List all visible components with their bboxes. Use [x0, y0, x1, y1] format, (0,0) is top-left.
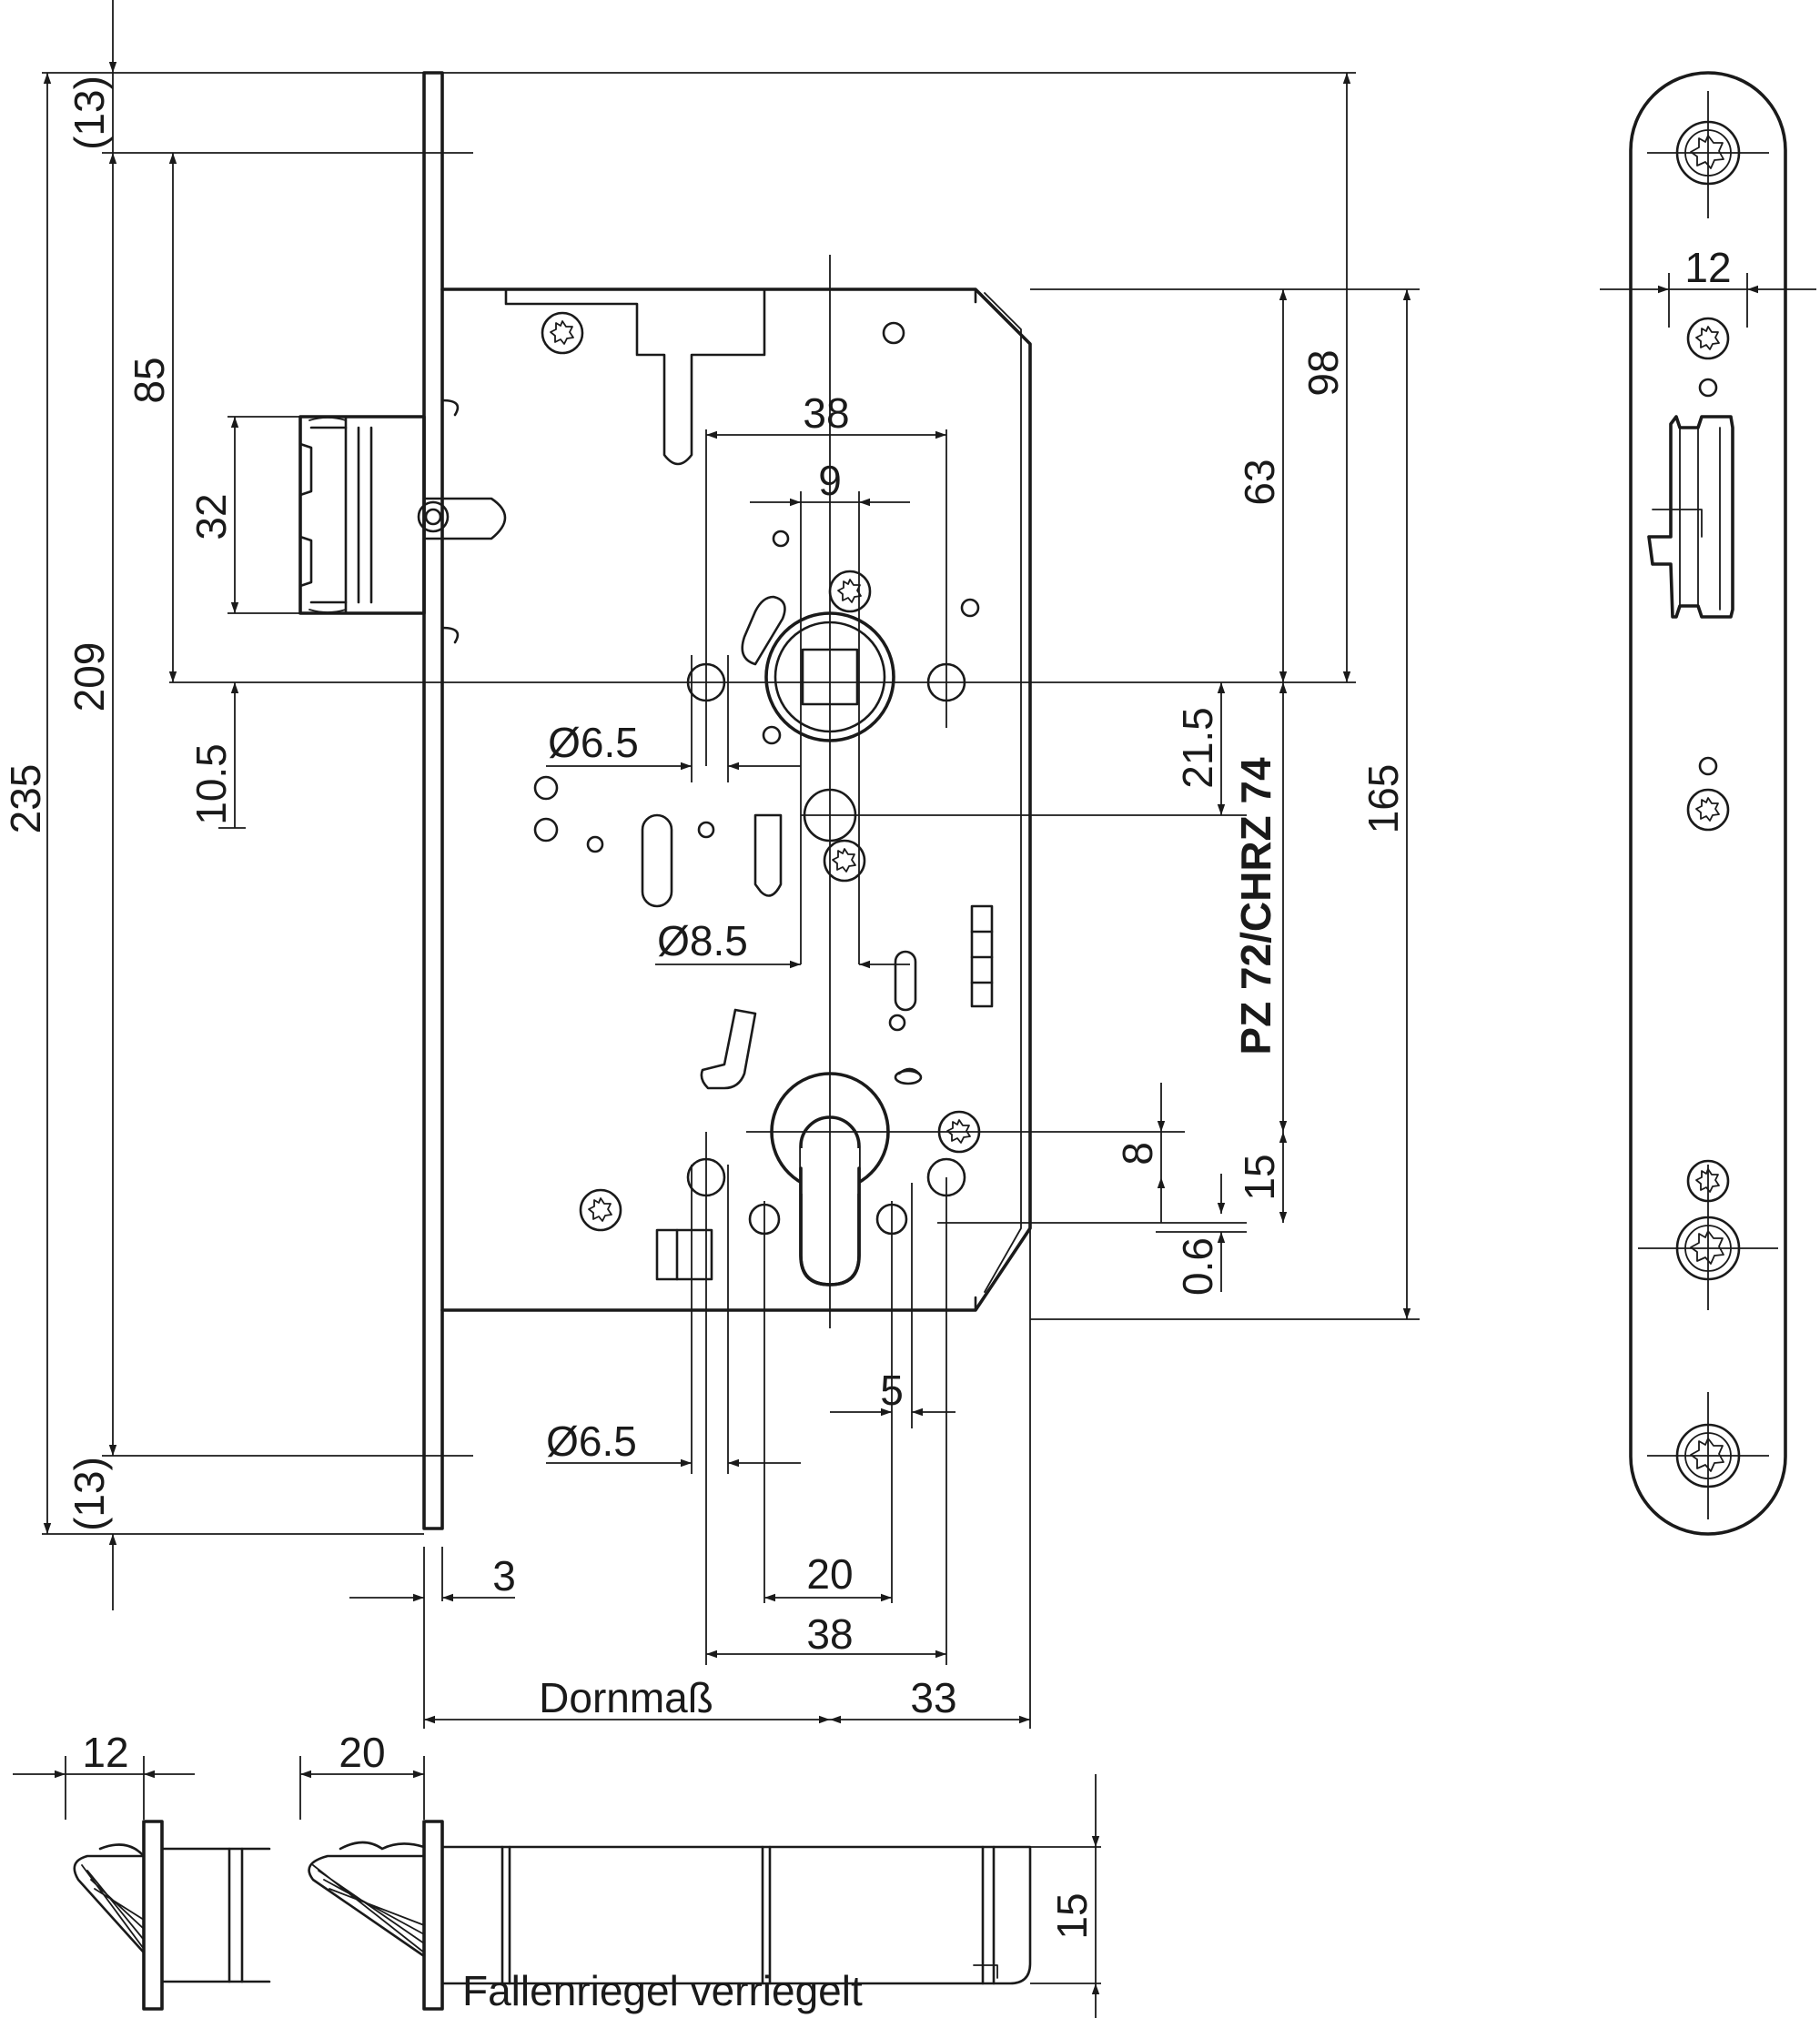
dim-13-top: (13): [66, 76, 113, 150]
dim-8-5: Ø8.5: [657, 917, 748, 964]
dim-20: 20: [806, 1550, 853, 1598]
fallenriegel-label: Fallenriegel verriegelt: [462, 1967, 863, 2014]
dim-21-5: 21.5: [1174, 707, 1221, 789]
dim-235: 235: [2, 764, 49, 834]
lock-body: [298, 71, 1032, 1530]
torx-screw-icon: [1686, 317, 1730, 360]
dim-20-bottom: 20: [339, 1729, 385, 1776]
dim-12-faceplate: 12: [1684, 244, 1731, 291]
latch-bolt: [298, 415, 426, 615]
dornmass-label: Dornmaß: [539, 1674, 713, 1721]
dim-38-bottom: 38: [806, 1610, 853, 1658]
dim-6-5-top: Ø6.5: [548, 719, 639, 766]
faceplate-side: [422, 71, 444, 1530]
dim-209: 209: [66, 642, 113, 712]
dim-63: 63: [1236, 459, 1283, 505]
dim-33: 33: [910, 1674, 956, 1721]
dim-38-top: 38: [803, 389, 849, 437]
dim-10-5: 10.5: [187, 743, 235, 825]
case-top-notch: [504, 288, 766, 466]
dim-13-bottom: (13): [66, 1457, 113, 1531]
left-dimensions: [42, 0, 1356, 1610]
torx-screw-icon: [828, 570, 872, 613]
pz-label: PZ 72/CHRZ 74: [1232, 757, 1279, 1055]
top-interior-dimensions: [546, 429, 947, 969]
dim-8: 8: [1114, 1142, 1161, 1165]
dim-0-6: 0.6: [1174, 1237, 1221, 1296]
faceplate-front: [1600, 71, 1816, 1536]
dimension-labels: (13) (13) 235 209 85 32 10.5 98 63 165 2…: [2, 76, 1732, 2014]
latch-side-view-small: [13, 1756, 271, 2011]
dim-165: 165: [1360, 764, 1407, 834]
dim-3: 3: [492, 1552, 516, 1599]
dim-98: 98: [1299, 349, 1347, 396]
right-dimensions: [1030, 73, 1420, 1320]
dim-5: 5: [880, 1367, 904, 1414]
dim-15-right: 15: [1236, 1154, 1283, 1200]
follower-and-cylinder: [533, 321, 994, 1286]
dim-15-bottom: 15: [1048, 1892, 1096, 1939]
dim-9: 9: [818, 457, 842, 504]
dim-85: 85: [126, 357, 173, 403]
dim-32: 32: [187, 493, 235, 540]
anti-thrust-bolt: [422, 497, 507, 540]
torx-screw-icon: [541, 311, 584, 355]
bottom-dimensions: [349, 1132, 1031, 1729]
torx-screw-icon: [579, 1188, 622, 1232]
torx-screw-icon: [1686, 788, 1730, 832]
dim-12-bottom: 12: [82, 1729, 128, 1776]
latch-side-view-large: [299, 1756, 1101, 2018]
lock-case: [440, 288, 1032, 1312]
dim-6-5-bottom: Ø6.5: [546, 1418, 637, 1465]
